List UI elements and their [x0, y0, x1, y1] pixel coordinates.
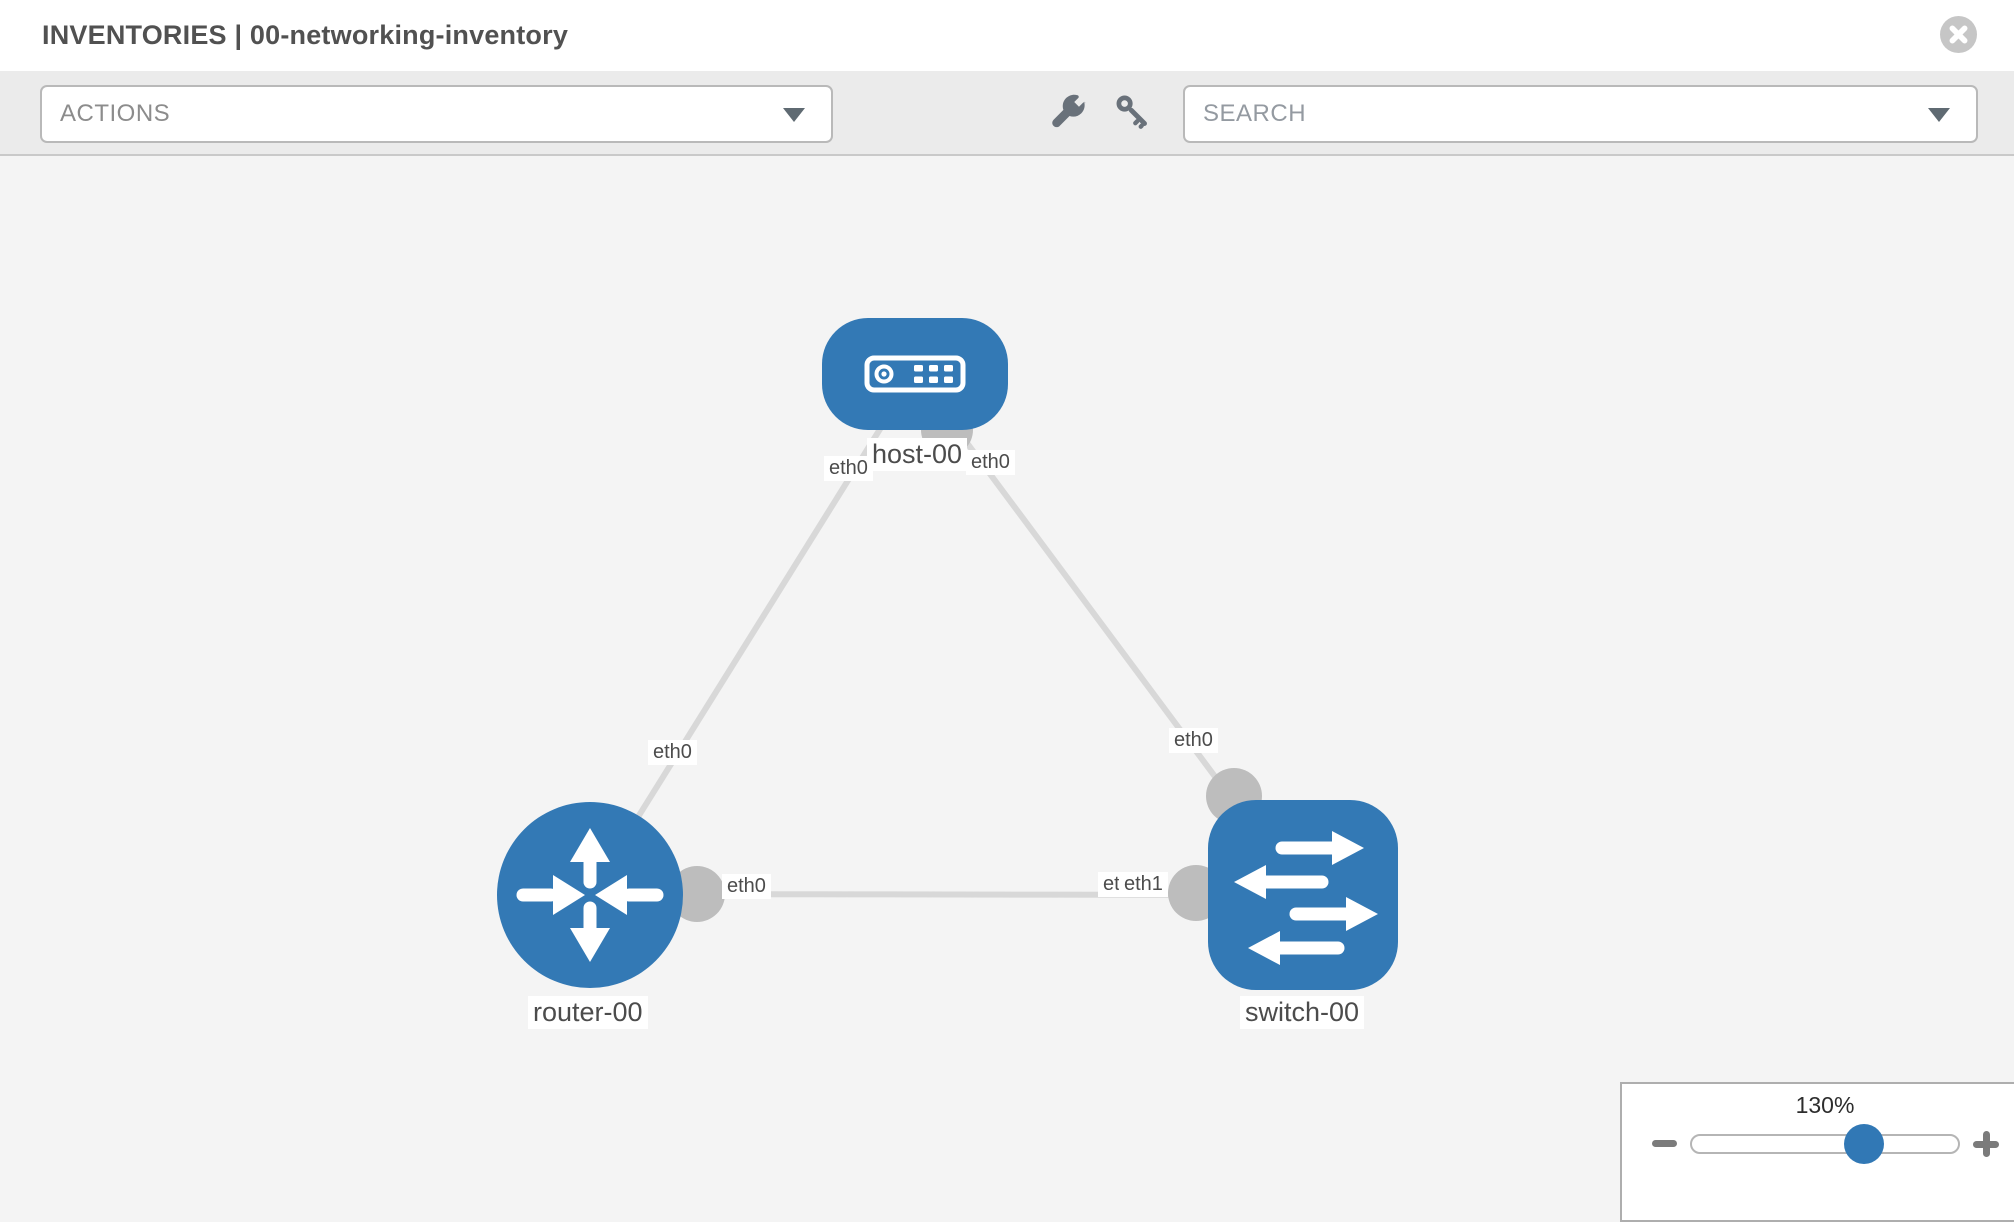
- toolbar: ACTIONS: [0, 71, 2014, 156]
- node-host-00[interactable]: [822, 318, 1008, 430]
- search-dropdown[interactable]: [1183, 85, 1978, 143]
- interface-label-host-eth0-left: eth0: [824, 456, 873, 481]
- zoom-control-panel: 130%: [1620, 1082, 2014, 1222]
- zoom-out-minus-icon[interactable]: [1652, 1140, 1677, 1147]
- node-label-router[interactable]: router-00: [528, 996, 648, 1029]
- interface-label-router-eth0-right: eth0: [722, 874, 771, 899]
- topology-canvas[interactable]: host-00 router-00 switch-00 eth0 eth0 et…: [0, 158, 2014, 1200]
- interface-label-router-eth0-top: eth0: [648, 740, 697, 765]
- node-router-00[interactable]: [497, 802, 683, 988]
- interface-label-host-eth0-right: eth0: [966, 450, 1015, 475]
- key-icon[interactable]: [1112, 91, 1154, 133]
- actions-dropdown[interactable]: ACTIONS: [40, 85, 833, 143]
- node-label-switch[interactable]: switch-00: [1240, 996, 1365, 1029]
- wrench-icon[interactable]: [1048, 91, 1090, 133]
- port-router-right[interactable]: [669, 866, 725, 922]
- close-icon: [1949, 25, 1968, 44]
- zoom-slider-track[interactable]: [1690, 1134, 1960, 1154]
- breadcrumb-header: INVENTORIES | 00-networking-inventory: [0, 0, 2014, 71]
- zoom-in-plus-icon[interactable]: [1973, 1131, 1999, 1157]
- links-layer: [587, 371, 1306, 922]
- switch-icon: [1234, 831, 1378, 965]
- chevron-down-icon: [1928, 108, 1950, 122]
- interface-label-switch-eth0-top: eth0: [1169, 728, 1218, 753]
- close-button[interactable]: [1940, 16, 1977, 53]
- host-icon: [864, 355, 966, 393]
- node-switch-00[interactable]: [1208, 800, 1398, 990]
- page-title: INVENTORIES | 00-networking-inventory: [42, 20, 569, 50]
- chevron-down-icon: [783, 108, 805, 122]
- actions-dropdown-label: ACTIONS: [60, 100, 171, 127]
- zoom-slider-thumb[interactable]: [1844, 1124, 1884, 1164]
- node-label-host[interactable]: host-00: [867, 438, 968, 471]
- search-input[interactable]: [1189, 91, 1889, 137]
- interface-label-switch-eth0-overlapped: eth0: [1098, 872, 1123, 897]
- router-icon: [516, 828, 664, 962]
- interface-label-switch-eth1: eth1: [1119, 872, 1168, 897]
- zoom-level-value: 130%: [1795, 1092, 1855, 1118]
